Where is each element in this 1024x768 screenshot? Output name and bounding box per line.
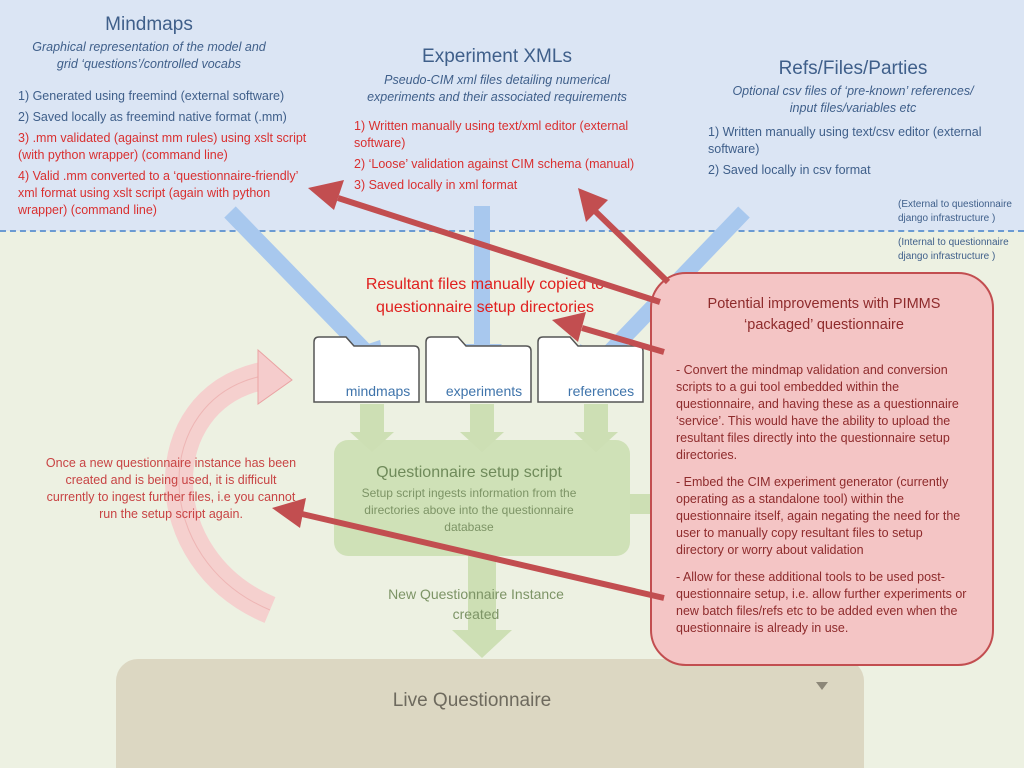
green-arrowhead-references (574, 432, 618, 452)
experiments-title: Experiment XMLs (422, 46, 572, 67)
mindmaps-title: Mindmaps (105, 14, 193, 35)
experiments-step: 3) Saved locally in xml format (354, 178, 518, 192)
folder-label-experiments: experiments (445, 383, 523, 399)
loop-arrowhead (257, 348, 293, 405)
pimms-title-line2: ‘packaged’ questionnaire (744, 317, 904, 333)
new-instance-line1: New Questionnaire Instance (388, 586, 564, 602)
mindmaps-subtitle-line2: grid ‘questions’/controlled vocabs (56, 57, 242, 71)
external-boundary-note: (External to questionnaire django infras… (898, 199, 1012, 224)
green-connector-setup-to-pimms (630, 494, 654, 514)
pimms-item: - Embed the CIM experiment generator (cu… (676, 475, 961, 557)
experiments-subtitle-line2: experiments and their associated require… (367, 90, 627, 104)
experiments-section: Experiment XMLs Pseudo-CIM xml files det… (352, 46, 642, 106)
setup-script-content: Questionnaire setup script Setup script … (344, 464, 594, 536)
pimms-item: - Convert the mindmap validation and con… (676, 363, 959, 462)
live-questionnaire-title: Live Questionnaire (392, 690, 552, 711)
folder-experiments (425, 336, 532, 403)
refs-title: Refs/Files/Parties (778, 58, 928, 79)
refs-step: 2) Saved locally in csv format (708, 163, 871, 177)
green-arrowhead-mindmaps (350, 432, 394, 452)
internal-boundary-note: (Internal to questionnaire django infras… (898, 237, 1009, 262)
copied-note-line1: Resultant files manually copied to (365, 276, 605, 293)
experiments-steps: 1) Written manually using text/xml edito… (354, 118, 654, 198)
loop-arrow-outline (178, 375, 271, 611)
folder-mindmaps (313, 336, 420, 403)
experiments-step: 2) ‘Loose’ validation against CIM schema… (354, 157, 635, 171)
folder-label-mindmaps: mindmaps (345, 383, 411, 399)
mindmaps-section: Mindmaps Graphical representation of the… (18, 14, 280, 73)
copied-note: Resultant files manually copied to quest… (330, 273, 640, 319)
experiments-step: 1) Written manually using text/xml edito… (354, 119, 629, 150)
pimms-box: Potential improvements with PIMMS ‘packa… (650, 272, 994, 666)
new-instance-label: New Questionnaire Instance created (366, 584, 586, 624)
mindmaps-subtitle-line1: Graphical representation of the model an… (32, 40, 266, 54)
left-note: Once a new questionnaire instance has be… (45, 456, 297, 521)
copied-note-line2: questionnaire setup directories (376, 299, 594, 316)
mindmaps-step: 2) Saved locally as freemind native form… (18, 110, 287, 124)
refs-step: 1) Written manually using text/csv edito… (708, 125, 982, 156)
mindmaps-step: 4) Valid .mm converted to a ‘questionnai… (18, 169, 298, 217)
refs-section: Refs/Files/Parties Optional csv files of… (708, 58, 998, 117)
refs-subtitle-line1: Optional csv files of ‘pre-known’ refere… (732, 84, 974, 98)
live-questionnaire-box (116, 659, 864, 768)
mindmaps-step: 1) Generated using freemind (external so… (18, 89, 285, 103)
experiments-subtitle-line1: Pseudo-CIM xml files detailing numerical (384, 73, 610, 87)
pimms-title-line1: Potential improvements with PIMMS (707, 296, 941, 312)
setup-script-title: Questionnaire setup script (376, 464, 562, 481)
mindmaps-steps: 1) Generated using freemind (external so… (18, 88, 308, 223)
refs-subtitle-line2: input files/variables etc (789, 101, 917, 115)
green-arrowhead-setup-to-live (452, 630, 512, 658)
live-arrowhead (816, 682, 828, 690)
green-arrowhead-experiments (460, 432, 504, 452)
folder-label-references: references (567, 383, 635, 399)
external-region (0, 0, 1024, 231)
pimms-item: - Allow for these additional tools to be… (676, 570, 967, 635)
new-instance-line2: created (452, 606, 500, 622)
mindmaps-step: 3) .mm validated (against mm rules) usin… (18, 131, 307, 162)
setup-script-desc: Setup script ingests information from th… (361, 486, 577, 534)
refs-steps: 1) Written manually using text/csv edito… (708, 124, 1008, 183)
